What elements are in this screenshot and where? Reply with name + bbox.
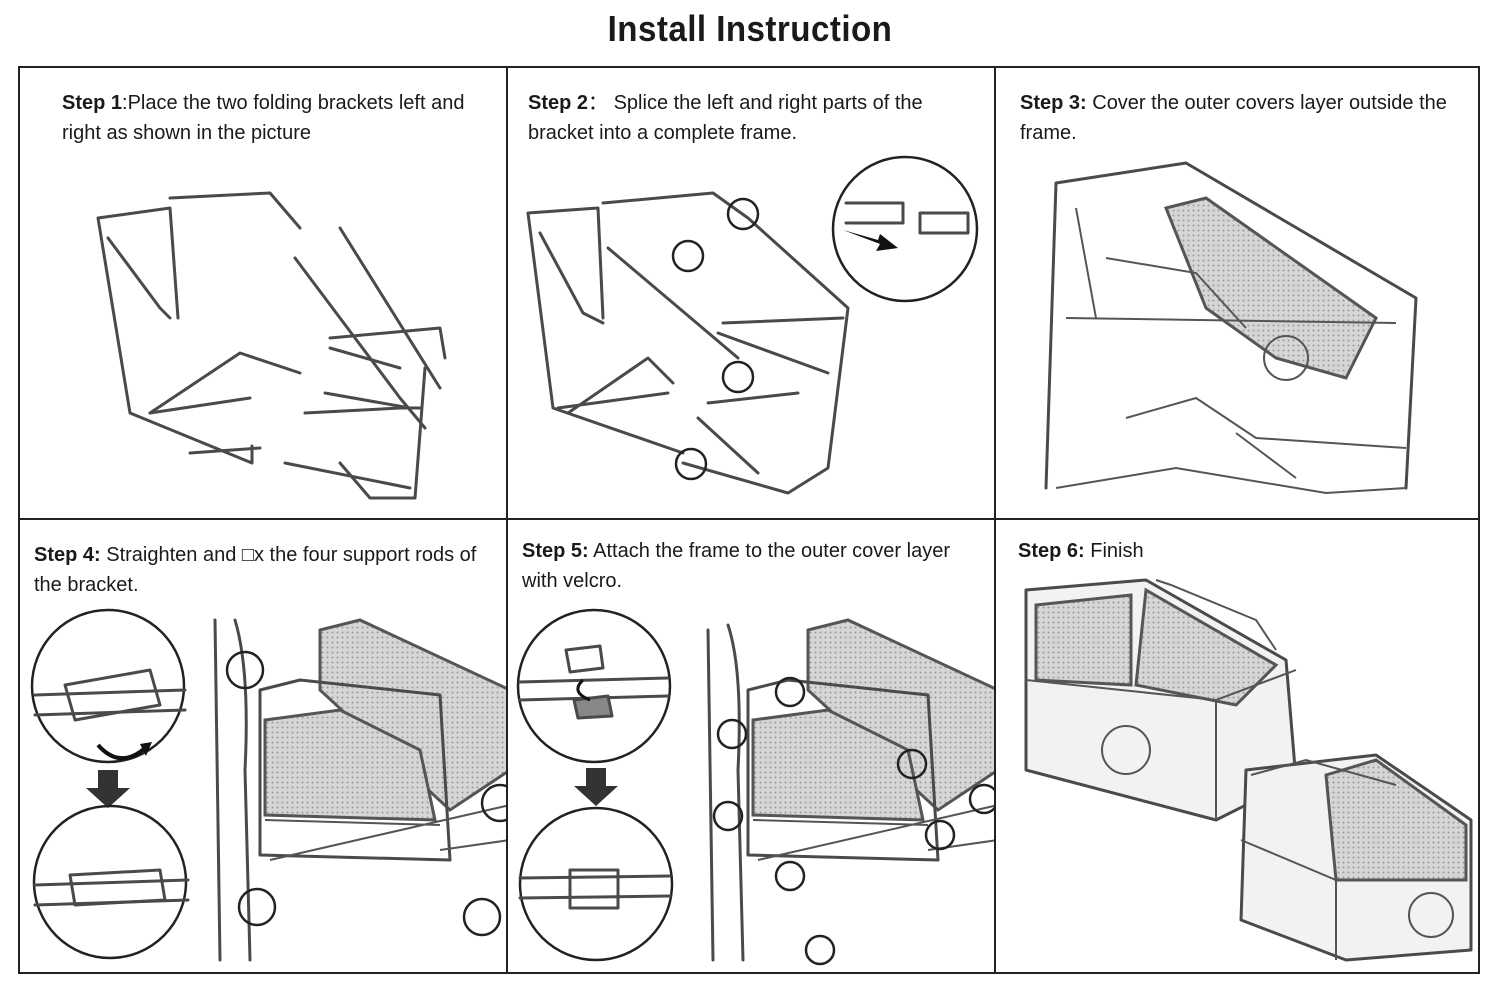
joint-circle [721,360,755,394]
step-5-panel: Step 5: Attach the frame to the outer co… [506,518,996,974]
joint-circle [671,239,705,273]
step-3-panel: Step 3: Cover the outer covers layer out… [994,66,1480,520]
step-4-illustration [30,608,506,962]
velcro-circle [896,748,928,780]
velcro-circle [774,676,806,708]
step-5-desc: Attach the frame to the outer cover laye… [522,540,950,592]
finished-carrier-back [1239,753,1473,962]
step-6-label: Step 6: [1018,540,1085,562]
step-2-label: Step 2 [528,92,589,114]
step-6-panel: Step 6: Finish [994,518,1480,974]
step-2-desc: Splice the left and right parts of the b… [528,92,923,144]
step-2-illustration [526,155,979,495]
step-2-panel: Step 2： Splice the left and right parts … [506,66,996,520]
step-5-illustration [516,608,994,966]
step-1-illustration [96,191,447,500]
step-5-label: Step 5: [522,540,589,562]
step-5-text: Step 5: Attach the frame to the outer co… [522,536,982,596]
step-4-desc: Straighten and □x the four support rods … [34,544,477,596]
step-2-text: Step 2： Splice the left and right parts … [528,88,978,148]
step-3-text: Step 3: Cover the outer covers layer out… [1020,88,1470,148]
page-title: Install Instruction [607,8,893,49]
zoom-circle [831,155,979,303]
step-1-text: Step 1:Place the two folding brackets le… [62,88,492,148]
velcro-circle [924,819,956,851]
joint-circle [480,783,506,823]
step-6-desc: Finish [1084,540,1144,562]
step-1-desc: Place the two folding brackets left and … [62,92,465,144]
step-1-panel: Step 1:Place the two folding brackets le… [18,66,508,520]
velcro-circle [804,934,836,966]
velcro-circle [774,860,806,892]
joint-circle [462,897,502,937]
zoom-circle-before [516,608,672,764]
velcro-circle [716,718,748,750]
step-6-text: Step 6: Finish [1018,536,1458,566]
zoom-circle-before [30,608,186,764]
joint-circle [225,650,265,690]
finished-carrier-front [1024,578,1298,822]
arrow-down-icon [574,768,618,806]
zoom-circle-after [32,804,188,960]
zoom-circle-after [518,806,674,962]
step-1-label: Step 1 [62,92,123,114]
step-2-sep: ： [588,92,609,114]
velcro-circle [968,783,994,815]
step-3-desc: Cover the outer covers layer outside the… [1020,92,1447,144]
joint-circle [237,887,277,927]
velcro-circle [712,800,744,832]
joint-circle [726,197,760,231]
step-4-label: Step 4: [34,544,101,566]
arrow-down-icon [86,770,130,808]
joint-circle [674,447,708,481]
step-3-label: Step 3: [1020,92,1087,114]
step-3-illustration [1044,161,1418,495]
step-1-sep: : [122,92,128,114]
step-4-text: Step 4: Straighten and □x the four suppo… [34,540,504,600]
step-6-illustration [1024,578,1473,962]
step-4-panel: Step 4: Straighten and □x the four suppo… [18,518,508,974]
